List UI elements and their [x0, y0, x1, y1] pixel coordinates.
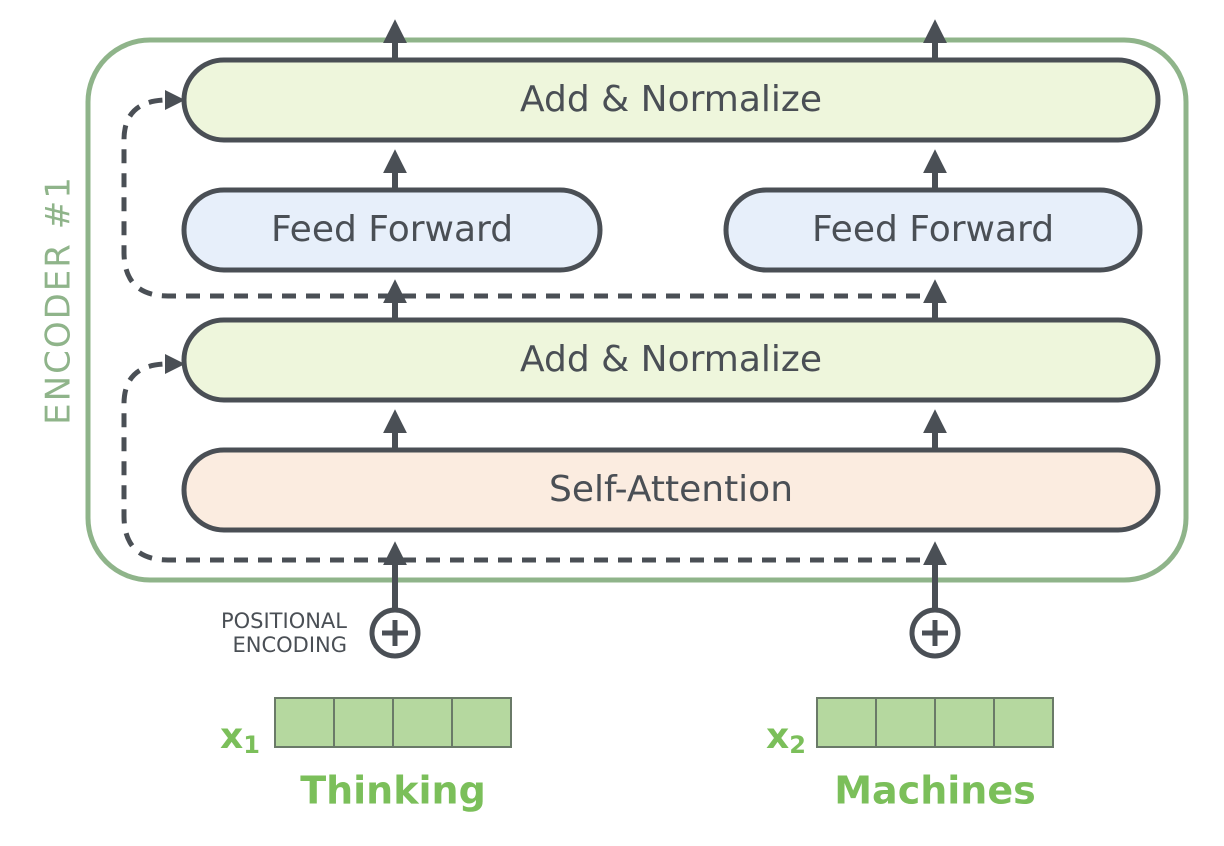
input-x1-subscript: 1 [243, 731, 260, 759]
input-x2-label: x2 [766, 716, 806, 759]
add-normalize-top-box [181, 57, 1161, 143]
input-x2-symbol: x [766, 716, 789, 757]
encoder-container [85, 37, 1189, 583]
add-normalize-bottom-box [181, 317, 1161, 403]
self-attention-label: Self-Attention [549, 469, 793, 510]
input-x2-vector [816, 697, 1054, 748]
input-x1-label: x1 [220, 716, 260, 759]
positional-encoding-label-line2: ENCODING [232, 633, 347, 657]
add-normalize-top-label: Add & Normalize [520, 79, 822, 120]
residual-connection-top [121, 90, 920, 299]
feed-forward-2-label: Feed Forward [812, 209, 1054, 250]
residual-connection-bottom [121, 354, 920, 563]
positional-encoding-label-line1: POSITIONAL [221, 609, 347, 633]
plus-circle-icon [909, 607, 961, 659]
self-attention-box [181, 447, 1161, 533]
plus-circle-icon [369, 607, 421, 659]
input-x2-subscript: 2 [789, 731, 806, 759]
encoder-label: ENCODER #1 [39, 175, 79, 425]
feed-forward-1-label: Feed Forward [271, 209, 513, 250]
feed-forward-1-box [181, 187, 603, 273]
feed-forward-2-box [723, 187, 1143, 273]
input-x1-symbol: x [220, 716, 243, 757]
input-x1-vector [274, 697, 512, 748]
input-word-machines: Machines [834, 769, 1036, 813]
input-word-thinking: Thinking [300, 769, 486, 813]
add-normalize-bottom-label: Add & Normalize [520, 339, 822, 380]
